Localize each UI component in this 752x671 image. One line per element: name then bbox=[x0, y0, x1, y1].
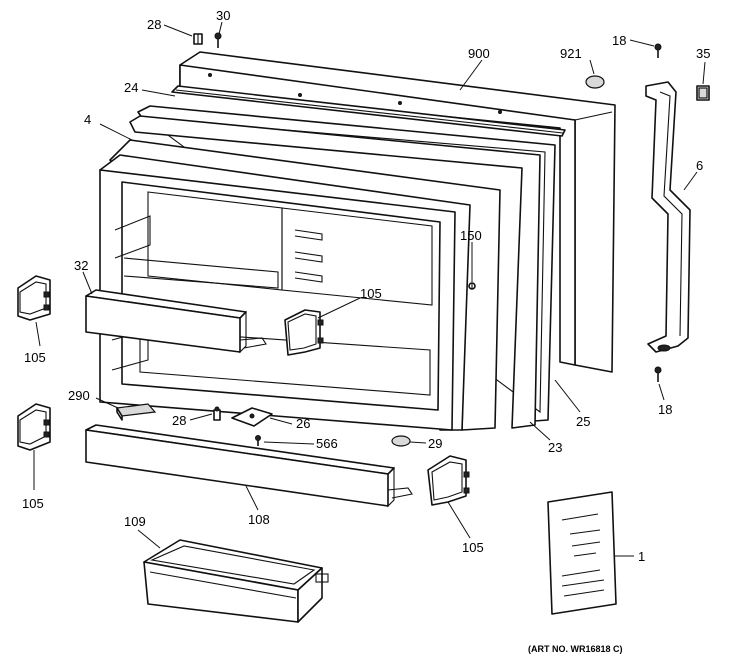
screw-28-top bbox=[193, 33, 203, 45]
callout-105-left-top: 105 bbox=[24, 350, 46, 365]
part-290-block bbox=[115, 403, 157, 421]
callout-150: 150 bbox=[460, 228, 482, 243]
part-29-button bbox=[391, 435, 411, 447]
screw-18-top bbox=[654, 43, 662, 58]
part-109-bin bbox=[143, 539, 329, 623]
part-26-plate bbox=[231, 407, 273, 427]
screw-30 bbox=[214, 32, 222, 48]
part-4-inner-liner bbox=[99, 139, 501, 431]
callout-28-top: 28 bbox=[147, 17, 161, 32]
part-105-bracket-left-bottom bbox=[17, 403, 51, 451]
art-number: (ART NO. WR16818 C) bbox=[528, 644, 623, 654]
part-1-manual bbox=[547, 491, 617, 615]
callout-24: 24 bbox=[124, 80, 138, 95]
screw-150 bbox=[468, 282, 476, 290]
callout-105-lower-right: 105 bbox=[462, 540, 484, 555]
callout-18-bottom: 18 bbox=[658, 402, 672, 417]
callout-1: 1 bbox=[638, 549, 645, 564]
callout-900: 900 bbox=[468, 46, 490, 61]
callout-26: 26 bbox=[296, 416, 310, 431]
part-921-plug bbox=[585, 75, 605, 89]
part-24-gasket-strip bbox=[171, 85, 566, 137]
part-6-handle bbox=[645, 81, 691, 353]
callout-32: 32 bbox=[74, 258, 88, 273]
callout-105-upper-mid: 105 bbox=[360, 286, 382, 301]
part-32-shelf-bar bbox=[85, 289, 267, 354]
part-105-bracket-lower-right bbox=[427, 455, 470, 506]
part-105-bracket-left-top bbox=[17, 275, 51, 321]
callout-35: 35 bbox=[696, 46, 710, 61]
leader-lines bbox=[33, 21, 706, 557]
callout-566: 566 bbox=[316, 436, 338, 451]
screw-18-bottom bbox=[654, 366, 662, 382]
callout-921: 921 bbox=[560, 46, 582, 61]
callout-25: 25 bbox=[576, 414, 590, 429]
callout-23: 23 bbox=[548, 440, 562, 455]
callout-18-top: 18 bbox=[612, 33, 626, 48]
screw-28-mid bbox=[213, 406, 221, 421]
callout-109: 109 bbox=[124, 514, 146, 529]
callout-105-left-bottom: 105 bbox=[22, 496, 44, 511]
part-105-bracket-upper-mid bbox=[284, 309, 324, 356]
callout-108: 108 bbox=[248, 512, 270, 527]
callout-30: 30 bbox=[216, 8, 230, 23]
callout-290: 290 bbox=[68, 388, 90, 403]
callout-29: 29 bbox=[428, 436, 442, 451]
callout-6: 6 bbox=[696, 158, 703, 173]
part-35-end-cap bbox=[696, 85, 710, 101]
callout-28-mid: 28 bbox=[172, 413, 186, 428]
part-108-shelf-bar bbox=[85, 424, 413, 508]
screw-566 bbox=[255, 435, 261, 446]
callout-4: 4 bbox=[84, 112, 91, 127]
